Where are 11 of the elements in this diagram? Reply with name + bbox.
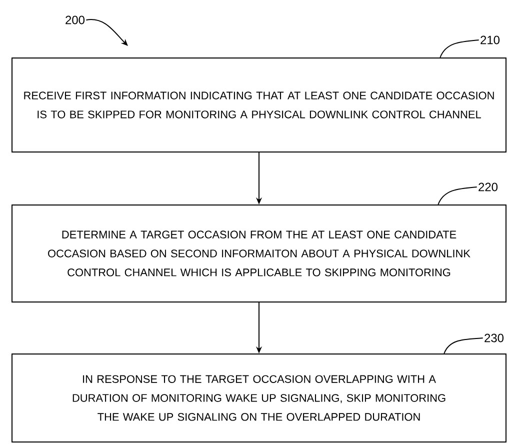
leader-line xyxy=(444,337,484,354)
reference-number: 210 xyxy=(480,36,500,44)
process-box: IN RESPONSE TO THE TARGET OCCASION OVERLAPPING WITH A DURATION OF MONITORING WAKE UP SIGNALING, SKIP MONITORING THE WAKE UP SIGNALING ON THE OVERLAPPED DURATION xyxy=(12,353,506,442)
reference-number: 200 xyxy=(66,16,85,24)
leader-line xyxy=(440,39,480,58)
reference-number: 220 xyxy=(478,182,498,192)
reference-number: 230 xyxy=(484,334,504,342)
leader-line xyxy=(438,186,478,205)
process-box: RECEIVE FIRST INFORMATION INDICATING THAT AT LEAST ONE CANDIDATE OCCASION IS TO BE SKIPPED FOR MONITORING A PHYSICAL DOWNLINK CONTROL CHANNEL xyxy=(12,57,506,152)
process-box: DETERMINE A TARGET OCCASION FROM THE AT LEAST ONE CANDIDATE OCCASION BASED ON SECOND INFORMAITON ABOUT A PHYSICAL DOWNLINK CONTROL CHANNEL WHICH IS APPLICABLE TO SKIPPING MONITORING xyxy=(12,204,506,302)
leader-arrow xyxy=(86,19,128,46)
